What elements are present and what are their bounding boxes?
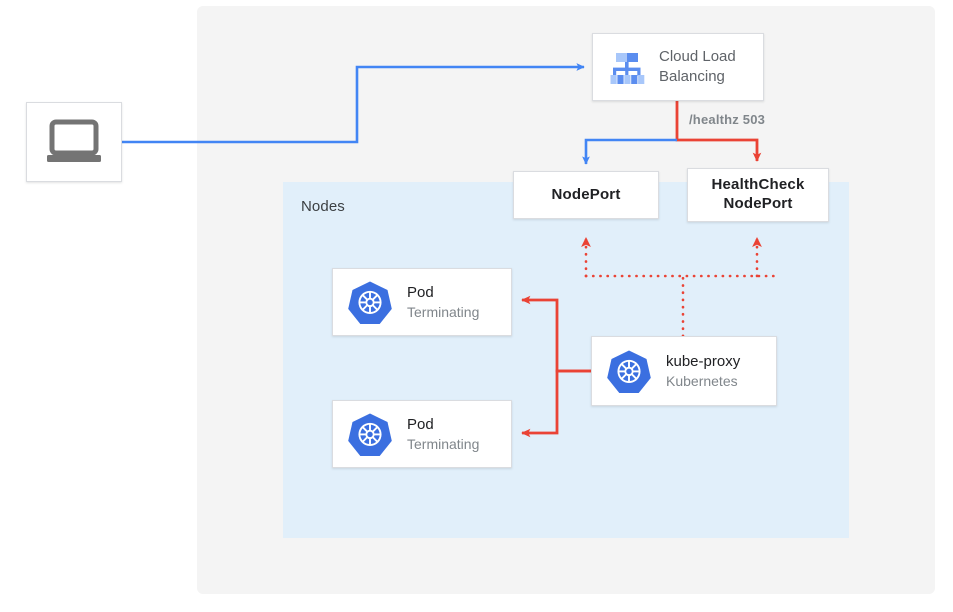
cloud-load-balancing-label-line1: Cloud Load <box>659 47 736 65</box>
healthcheck-nodeport-label-line1: HealthCheck <box>711 176 805 194</box>
kubernetes-icon <box>347 279 393 325</box>
pod-card: Pod Terminating <box>332 400 512 468</box>
nodeport-card: NodePort <box>513 171 659 219</box>
cloud-load-balancing-label-line2: Balancing <box>659 68 725 85</box>
cloud-load-balancing-icon <box>605 45 649 89</box>
kube-proxy-subtitle: Kubernetes <box>666 372 738 389</box>
connector-load-balancer-to-nodeport <box>582 138 677 165</box>
connector-load-balancer-to-healthcheck-nodeport <box>675 101 762 162</box>
nodes-panel-label: Nodes <box>301 198 345 215</box>
kubernetes-icon <box>606 348 652 394</box>
client-device-card <box>26 102 122 182</box>
pod-card: Pod Terminating <box>332 268 512 336</box>
healthz-status-label: /healthz 503 <box>689 112 766 127</box>
cloud-load-balancing-card: Cloud Load Balancing <box>592 33 764 101</box>
cloud-load-balancing-label: Cloud Load Balancing <box>659 47 736 88</box>
connector-kube-proxy-to-pods <box>521 295 591 438</box>
pod-title: Pod <box>407 284 434 302</box>
pod-title: Pod <box>407 416 434 434</box>
pod-text: Pod Terminating <box>407 283 479 321</box>
pod-text: Pod Terminating <box>407 415 479 453</box>
healthcheck-nodeport-card: HealthCheck NodePort <box>687 168 829 222</box>
nodeport-label: NodePort <box>551 185 621 203</box>
kube-proxy-card: kube-proxy Kubernetes <box>591 336 777 406</box>
kube-proxy-text: kube-proxy Kubernetes <box>666 352 740 390</box>
pod-status: Terminating <box>407 303 480 320</box>
connector-client-to-load-balancer <box>122 63 585 144</box>
healthcheck-nodeport-label: HealthCheck NodePort <box>711 176 804 214</box>
connector-kube-proxy-dotted-trunk <box>584 274 782 338</box>
pod-status: Terminating <box>407 435 480 452</box>
kube-proxy-title: kube-proxy <box>666 353 741 371</box>
laptop-icon <box>44 118 104 166</box>
kubernetes-icon <box>347 411 393 457</box>
healthcheck-nodeport-label-line2: NodePort <box>723 195 793 212</box>
